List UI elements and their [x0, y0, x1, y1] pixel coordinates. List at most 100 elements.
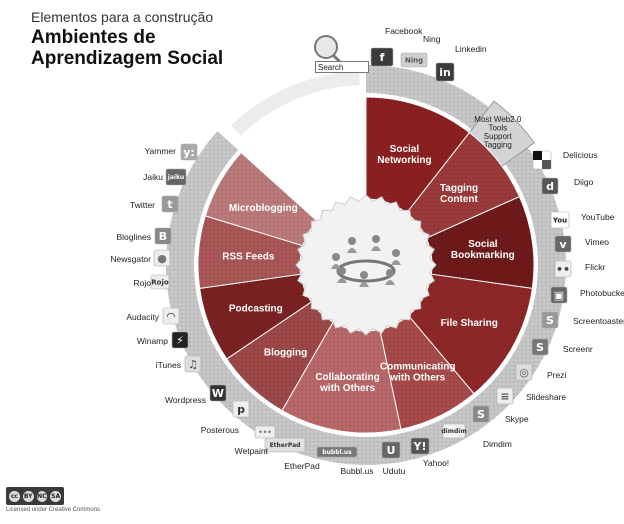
segment-blogging-texture — [226, 301, 333, 411]
tool-label: Slideshare — [526, 392, 566, 402]
magnifier-icon — [314, 35, 338, 59]
tool-delicious[interactable]: Delicious — [532, 150, 598, 170]
tool-label: iTunes — [156, 360, 181, 370]
slideshare-icon — [496, 387, 514, 405]
tool-flickr[interactable]: ••Flickr — [554, 260, 605, 278]
tab-label-line: Tools — [488, 123, 507, 132]
tool-label: Skype — [505, 414, 529, 424]
segment-social-networking-label: Networking — [377, 155, 431, 166]
tool-newsgator[interactable]: ●Newsgator — [110, 249, 171, 267]
itunes-icon-glyph: ♫ — [188, 358, 198, 371]
diagram-title: Ambientes de Aprendizagem Social — [31, 27, 251, 69]
prezi-icon-glyph: ◎ — [519, 366, 529, 379]
yammer-icon — [180, 143, 198, 161]
tool-prezi[interactable]: ◎ Prezi — [515, 363, 566, 381]
itunes-icon — [184, 355, 202, 373]
wordpress-icon — [209, 384, 227, 402]
segment-tagging-content-texture — [406, 132, 520, 239]
dimdim-icon-glyph: dimdim — [441, 428, 466, 435]
tool-label: Linkedin — [455, 44, 487, 54]
segment-tagging-content-label: Tagging — [440, 183, 478, 194]
segment-file-sharing-label: File Sharing — [441, 318, 498, 329]
udutu-icon-glyph: U — [387, 444, 396, 457]
search-input[interactable]: Search — [315, 61, 369, 73]
flickr-icon — [554, 260, 572, 278]
udutu-icon — [381, 441, 401, 459]
skype-icon-glyph: S — [477, 408, 485, 421]
segment-communicating-with-others-texture — [379, 315, 474, 430]
title-line-1: Ambientes de — [31, 27, 156, 48]
rojo-icon — [150, 274, 170, 290]
tool-wetpaint[interactable]: •••Wetpaint — [235, 425, 276, 456]
jaiku-icon — [165, 168, 187, 186]
tool-label: Photobucket — [580, 288, 624, 298]
ning-icon-glyph: Ning — [405, 56, 423, 64]
ning-icon — [400, 52, 428, 68]
screentoaster-icon-glyph: S — [546, 314, 554, 327]
tool-yammer[interactable]: y:Yammer — [145, 143, 198, 161]
yahoo-icon-glyph: Y! — [413, 440, 427, 453]
tool-itunes[interactable]: ♫ iTunes — [156, 355, 202, 373]
tool-label: Newsgator — [110, 254, 151, 264]
tool-label: Yammer — [145, 146, 177, 156]
tool-slideshare[interactable]: ≡Slideshare — [496, 387, 566, 405]
facebook-icon-glyph: f — [380, 51, 385, 64]
bloglines-icon-glyph: B — [159, 230, 167, 243]
segment-social-networking-label: Social — [390, 144, 420, 155]
etherpad-icon — [264, 437, 306, 453]
segment-file-sharing-texture — [408, 274, 533, 394]
tool-label: Ning — [423, 34, 441, 44]
license-text: Licensed under Creative Commons — [6, 507, 101, 513]
rojo-icon-glyph: Rojo — [151, 278, 169, 286]
tool-udutu[interactable]: U Udutu — [381, 441, 406, 476]
screenr-icon — [531, 338, 549, 356]
tool-label: Yahoo! — [423, 458, 449, 468]
tool-label: Audacity — [126, 312, 159, 322]
bubblus-icon — [316, 446, 358, 458]
segment-collaborating-with-others-label: with Others — [319, 383, 375, 394]
tool-facebook[interactable]: f Facebook — [370, 26, 423, 67]
wetpaint-icon — [254, 425, 276, 439]
tool-label: Udutu — [383, 466, 406, 476]
tool-label: Prezi — [547, 370, 566, 380]
diagram-subtitle: Elementos para a construção — [31, 9, 214, 25]
tool-winamp[interactable]: ⚡Winamp — [137, 331, 189, 349]
tool-label: Wordpress — [165, 395, 206, 405]
segment-podcasting-texture — [199, 274, 312, 359]
tool-label: Facebook — [385, 26, 423, 36]
sa-icon: SA — [50, 490, 61, 502]
facebook-icon — [370, 47, 394, 67]
tool-label: Posterous — [201, 425, 239, 435]
tool-audacity[interactable]: ◠Audacity — [126, 307, 180, 325]
vimeo-icon — [554, 235, 572, 253]
tool-yahoo[interactable]: Y! Yahoo! — [410, 437, 449, 468]
segment-rss-feeds-label: RSS Feeds — [222, 252, 275, 263]
segment-tagging-content-label: Content — [440, 194, 478, 205]
photobucket-icon-glyph: ▣ — [554, 289, 564, 302]
segment-collaborating-with-others-label: Collaborating — [315, 372, 379, 383]
tool-label: Jaiku — [143, 172, 163, 182]
bubblus-icon-glyph: bubbl.us — [322, 449, 352, 456]
tool-skype[interactable]: S Skype — [472, 405, 529, 424]
winamp-icon — [171, 331, 189, 349]
creative-commons-icon[interactable]: cc BY NC SA — [6, 487, 64, 505]
title-line-2: Aprendizagem Social — [31, 48, 224, 69]
tool-photobucket[interactable]: ▣ Photobucket — [550, 286, 624, 304]
linkedin-icon — [435, 62, 455, 82]
